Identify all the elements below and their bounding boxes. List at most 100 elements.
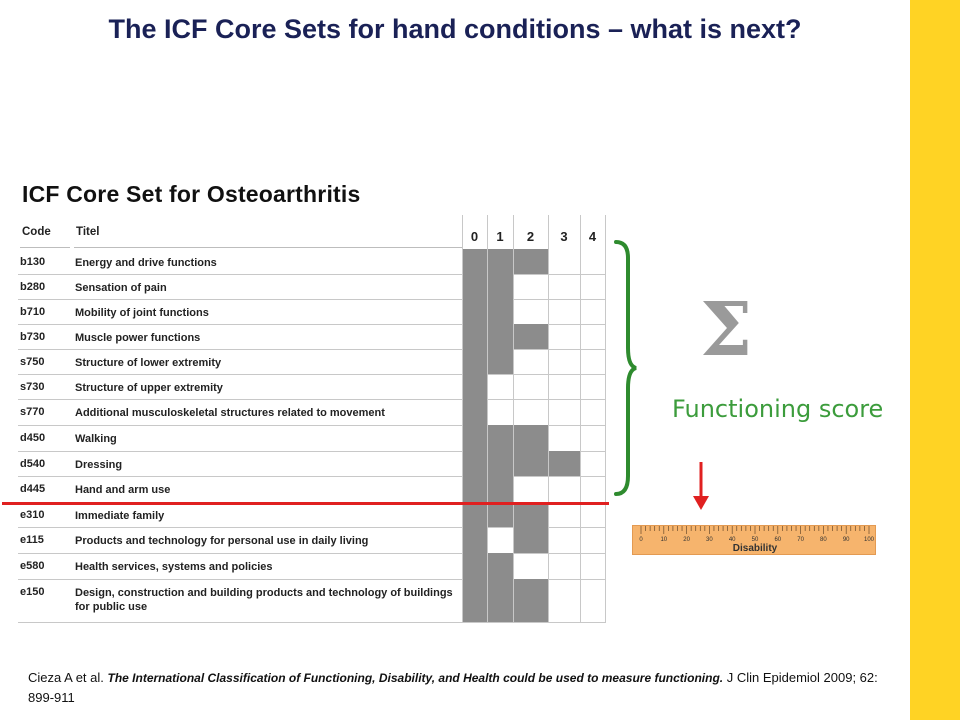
row-title: Health services, systems and policies	[75, 561, 273, 573]
shaded-cell	[487, 299, 513, 325]
curly-brace-icon	[614, 240, 637, 496]
row-code: e310	[20, 509, 45, 521]
shaded-cell	[487, 324, 513, 350]
scale-header-4: 4	[588, 229, 597, 244]
grid-row-line	[462, 299, 605, 300]
shaded-cell	[487, 476, 513, 503]
row-code: b710	[20, 306, 46, 318]
row-code: b280	[20, 281, 46, 293]
citation-source: J Clin Epidemiol 2009; 62: 899-911	[28, 670, 878, 705]
row-code: d450	[20, 432, 46, 444]
row-title: Sensation of pain	[75, 282, 167, 294]
table-row: e150 Design, construction and building pr…	[18, 580, 463, 623]
row-code: s750	[20, 356, 45, 368]
shaded-cell	[513, 249, 548, 275]
shaded-cell	[487, 553, 513, 580]
row-title: Muscle power functions	[75, 332, 201, 344]
shaded-cell	[487, 249, 513, 275]
scale-header-0: 0	[470, 229, 479, 244]
scale-header-1: 1	[496, 229, 504, 244]
row-divider	[18, 374, 463, 375]
grid-column-line	[548, 215, 549, 623]
ruler-tick-label: 0	[639, 537, 643, 543]
shaded-cell	[513, 502, 548, 528]
header-divider	[20, 247, 70, 248]
ruler-tick-label: 90	[842, 537, 850, 543]
row-divider	[18, 425, 463, 426]
ruler-tick-label: 80	[820, 537, 827, 543]
accent-side-bar	[910, 0, 960, 720]
grid-row-line	[462, 349, 605, 350]
shaded-cell	[462, 274, 487, 300]
row-divider	[18, 622, 463, 623]
ruler-tick-label: 60	[774, 537, 782, 543]
grid-column-line	[605, 215, 606, 623]
shaded-cell	[513, 324, 548, 350]
row-divider	[18, 476, 463, 477]
shaded-cell	[462, 324, 487, 350]
row-divider	[18, 274, 463, 275]
cutoff-line	[2, 502, 609, 505]
row-code: d445	[20, 483, 46, 495]
row-code: e150	[20, 586, 45, 598]
row-divider	[18, 579, 463, 580]
functioning-score-label: Functioning score	[672, 395, 884, 423]
row-title: Mobility of joint functions	[75, 307, 209, 319]
ruler-tick-label: 30	[706, 537, 713, 543]
ruler-tick-label: 40	[728, 537, 736, 543]
ruler-tick-label: 50	[751, 537, 759, 543]
grid-column-line	[513, 215, 514, 623]
grid-row-line	[462, 622, 605, 623]
title-column-header: Titel	[76, 226, 100, 238]
shaded-cell	[487, 579, 513, 623]
row-divider	[18, 451, 463, 452]
row-title: Immediate family	[75, 510, 165, 522]
grid-column-line	[462, 215, 463, 623]
row-divider	[18, 299, 463, 300]
slide-title: The ICF Core Sets for hand conditions – …	[108, 14, 802, 44]
table-row: s750 Structure of lower extremity	[18, 350, 463, 375]
row-title: Structure of upper extremity	[75, 382, 223, 394]
row-code: s730	[20, 381, 45, 393]
row-code: s770	[20, 406, 45, 418]
shaded-cell	[462, 502, 487, 528]
ruler-tick-label: 20	[683, 537, 690, 543]
grid-row-line	[462, 399, 605, 400]
code-column-header: Code	[22, 226, 51, 238]
table-row: b280 Sensation of pain	[18, 275, 463, 300]
shaded-cell	[462, 425, 487, 452]
scale-header-2: 2	[526, 229, 535, 244]
shaded-cell	[487, 451, 513, 477]
row-title: Structure of lower extremity	[75, 357, 222, 369]
grid-column-line	[580, 215, 581, 623]
citation-title: The International Classification of Func…	[107, 671, 724, 685]
citation-author: Cieza A et al.	[28, 670, 108, 685]
shaded-cell	[462, 249, 487, 275]
shaded-cell	[513, 579, 548, 623]
ruler-ticks	[640, 526, 870, 534]
row-title: Design, construction and building produc…	[75, 587, 453, 613]
row-divider	[18, 527, 463, 528]
shaded-cell	[548, 451, 580, 477]
row-code: b730	[20, 331, 46, 343]
ruler-tick-label: 10	[660, 537, 668, 543]
shaded-cell	[462, 349, 487, 375]
grid-row-line	[462, 274, 605, 275]
ruler-label: Disability	[732, 543, 778, 554]
shaded-cell	[462, 399, 487, 426]
row-code: e115	[20, 534, 44, 546]
shaded-cell	[462, 299, 487, 325]
ruler-tick-label: 100	[863, 537, 874, 543]
row-divider	[18, 553, 463, 554]
table-row: e310 Immediate family	[18, 503, 463, 528]
row-title: Energy and drive functions	[75, 257, 217, 269]
shaded-cell	[487, 502, 513, 528]
shaded-cell	[462, 527, 487, 554]
shaded-cell	[462, 451, 487, 477]
row-divider	[18, 399, 463, 400]
